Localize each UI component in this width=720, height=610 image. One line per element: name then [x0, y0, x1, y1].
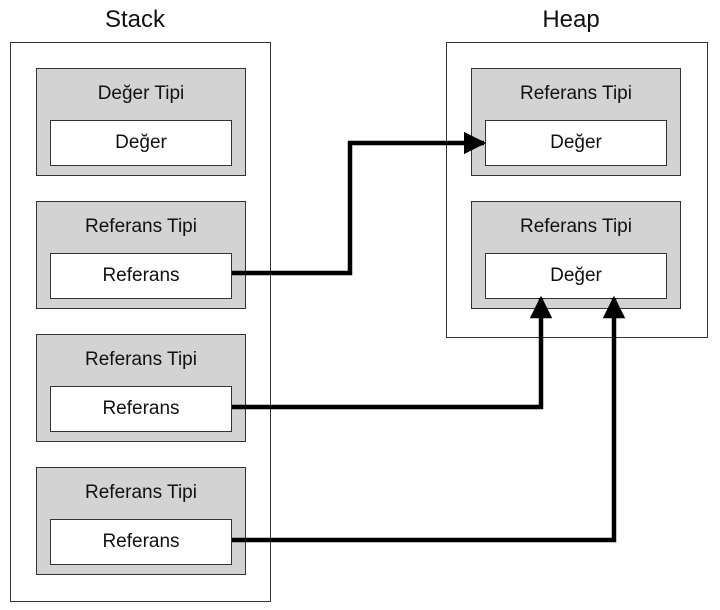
arrow-stack-ref1-to-heap-obj1 [232, 131, 487, 276]
stack-cell-reference-2: Referans Tipi Referans [36, 334, 246, 442]
stack-cell-content: Değer [50, 120, 232, 166]
arrow-stack-ref2-to-heap-obj2 [232, 295, 553, 410]
stack-cell-content: Referans [50, 519, 232, 565]
heap-cell-type-label: Referans Tipi [520, 216, 632, 237]
heap-cell-object-1: Referans Tipi Değer [471, 68, 681, 176]
heap-cell-content: Değer [485, 120, 667, 166]
stack-cell-reference-3: Referans Tipi Referans [36, 467, 246, 575]
stack-cell-content: Referans [50, 386, 232, 432]
stack-cell-value-type: Değer Tipi Değer [36, 68, 246, 176]
stack-cell-content: Referans [50, 253, 232, 299]
stack-cell-reference-1: Referans Tipi Referans [36, 201, 246, 309]
stack-cell-type-label: Değer Tipi [97, 83, 185, 104]
stack-cell-type-label: Referans Tipi [85, 216, 197, 237]
stack-title: Stack [104, 6, 166, 33]
heap-cell-content: Değer [485, 253, 667, 299]
stack-cell-type-label: Referans Tipi [85, 349, 197, 370]
heap-cell-type-label: Referans Tipi [520, 83, 632, 104]
arrow-stack-ref3-to-heap-obj2 [232, 295, 626, 543]
heap-title: Heap [542, 6, 600, 33]
heap-cell-object-2: Referans Tipi Değer [471, 201, 681, 309]
stack-cell-type-label: Referans Tipi [85, 482, 197, 503]
